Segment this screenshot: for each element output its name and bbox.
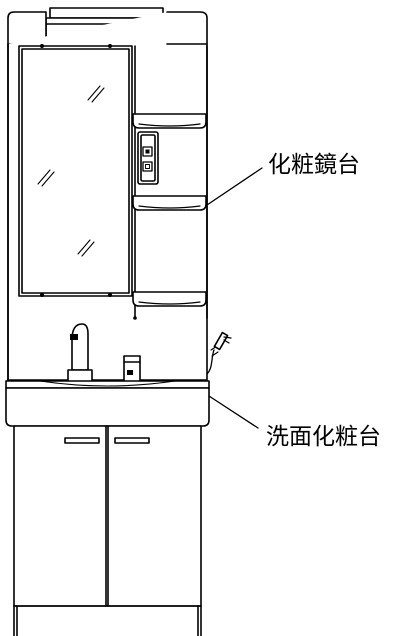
basin-counter xyxy=(5,380,210,427)
soap-fixture xyxy=(123,355,141,383)
mirror-cabinet-leader-line xyxy=(206,167,263,206)
power-cord xyxy=(206,331,232,375)
mirror-cabinet-label: 化粧鏡台 xyxy=(268,152,360,178)
base-cabinet xyxy=(13,425,202,636)
side-shelves xyxy=(132,45,208,320)
faucet xyxy=(67,323,93,383)
vanity-unit-label: 洗面化粧台 xyxy=(266,424,381,450)
mirror-panel xyxy=(18,44,133,297)
vanity-unit-leader-line xyxy=(208,395,259,429)
switch-panel xyxy=(137,131,159,185)
